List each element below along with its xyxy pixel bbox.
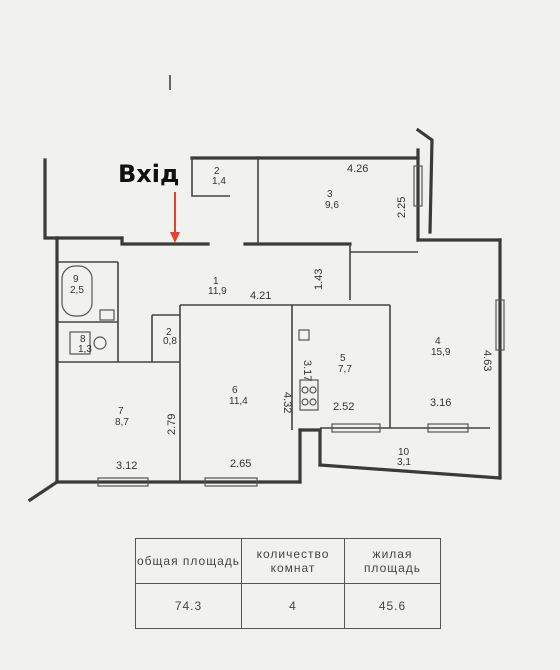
room-area: 11,9 bbox=[208, 286, 227, 297]
rooms-count-header: количество комнат bbox=[241, 538, 345, 584]
dimension: 4.26 bbox=[347, 163, 368, 175]
dimension: 4.63 bbox=[481, 350, 493, 371]
dimension: 2.25 bbox=[396, 197, 408, 218]
floor-plan: Вхід 1 11,9 2 1,4 3 9,6 4 15,9 5 7,7 6 1… bbox=[27, 75, 505, 503]
living-area-header: жилая площадь bbox=[344, 538, 441, 584]
room-number: 2 bbox=[214, 166, 220, 177]
fixtures bbox=[61, 265, 319, 411]
rooms-count-value: 4 bbox=[241, 583, 345, 629]
exterior-walls bbox=[55, 148, 502, 484]
room-number: 10 bbox=[398, 447, 410, 458]
room-number: 6 bbox=[232, 385, 238, 396]
dimension: 3.12 bbox=[116, 460, 137, 472]
dimension: 3.17 bbox=[301, 360, 313, 381]
facade-lines bbox=[27, 75, 434, 503]
room-area: 3,1 bbox=[397, 457, 411, 468]
entry-arrow-head bbox=[170, 232, 180, 243]
dimension: 4.21 bbox=[250, 290, 271, 302]
room-area: 0,8 bbox=[163, 336, 177, 347]
total-area-header: общая площадь bbox=[135, 538, 242, 584]
dimension-labels: 4.26 2.25 4.21 1.43 4.63 3.17 4.32 2.52 … bbox=[116, 163, 493, 472]
room-area: 9,6 bbox=[325, 200, 339, 211]
area-summary-table: общая площадь количество комнат жилая пл… bbox=[135, 538, 441, 629]
windows bbox=[97, 165, 505, 487]
room-area: 2,5 bbox=[70, 285, 84, 296]
room-area: 11,4 bbox=[229, 396, 248, 407]
dimension: 2.79 bbox=[166, 414, 178, 435]
room-area: 15,9 bbox=[431, 347, 451, 358]
living-area-value: 45.6 bbox=[344, 583, 441, 629]
dimension: 3.16 bbox=[430, 397, 451, 409]
dimension: 1.43 bbox=[313, 269, 325, 290]
room-number: 1 bbox=[213, 276, 219, 287]
room-number: 7 bbox=[118, 406, 124, 417]
room-area: 1,3 bbox=[78, 344, 92, 355]
room-area: 1,4 bbox=[212, 176, 226, 187]
dimension: 4.32 bbox=[281, 392, 293, 413]
room-labels: 1 11,9 2 1,4 3 9,6 4 15,9 5 7,7 6 11,4 7… bbox=[70, 166, 451, 468]
room-number: 4 bbox=[435, 336, 441, 347]
dimension: 2.65 bbox=[230, 458, 251, 470]
interior-walls bbox=[57, 158, 490, 482]
room-number: 9 bbox=[73, 274, 79, 285]
room-area: 8,7 bbox=[115, 417, 129, 428]
room-number: 8 bbox=[80, 334, 86, 345]
total-area-value: 74.3 bbox=[135, 583, 242, 629]
dimension: 2.52 bbox=[333, 401, 354, 413]
room-number: 5 bbox=[340, 353, 346, 364]
room-number: 3 bbox=[327, 189, 333, 200]
entry-label: Вхід bbox=[118, 160, 179, 188]
room-number: 2 bbox=[166, 327, 172, 338]
room-area: 7,7 bbox=[338, 364, 352, 375]
